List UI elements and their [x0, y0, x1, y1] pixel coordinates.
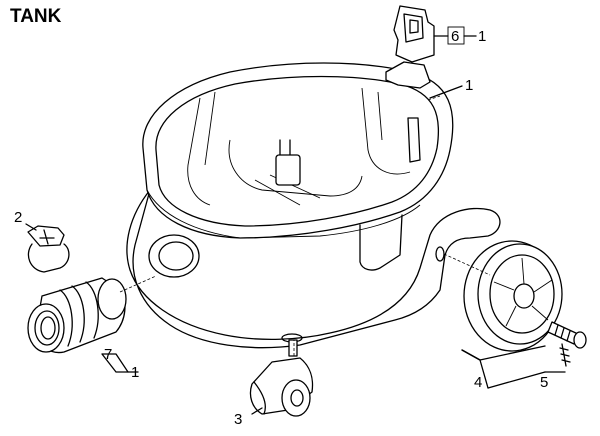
callout-labels: 6 1 1 2 7 1 3 4 5 — [14, 28, 548, 428]
callout-caster-ref: 3 — [234, 411, 242, 428]
tank-body — [126, 62, 501, 349]
hose-adapter-part — [27, 277, 127, 354]
callout-clip-top-qty: 1 — [478, 28, 486, 45]
callout-wheel-ref: 4 — [474, 374, 482, 391]
wheel-part — [463, 240, 587, 367]
caster-part — [249, 339, 314, 417]
callout-clip-top-ref: 6 — [451, 28, 459, 45]
callout-adapter-qty: 1 — [131, 364, 139, 381]
leader-lines — [25, 26, 566, 415]
top-clip-part — [385, 5, 435, 89]
callout-left-clip-ref: 2 — [14, 209, 22, 226]
callout-axle-pin-ref: 5 — [540, 374, 548, 391]
left-clip-part — [27, 225, 70, 273]
diagram-title: TANK — [10, 6, 62, 27]
callout-adapter-ref: 7 — [104, 346, 112, 363]
axle-pin-part — [547, 321, 587, 349]
callout-bracket-qty: 1 — [465, 77, 473, 94]
